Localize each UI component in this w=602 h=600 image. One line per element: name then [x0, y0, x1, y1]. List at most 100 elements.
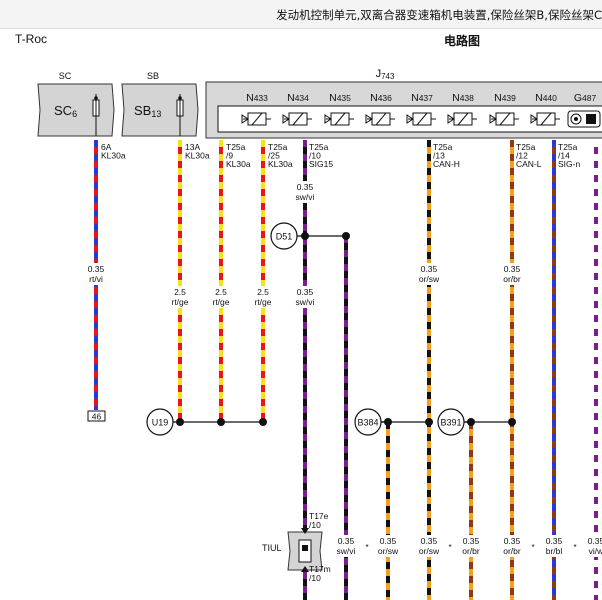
ground-tag — [87, 410, 106, 422]
bottom-color-label: vi/w — [589, 546, 602, 556]
arrow-up-icon — [301, 566, 309, 572]
connector-bottom-pin: T17m — [309, 564, 331, 574]
fuse-box-sb-label: SB13 — [134, 103, 161, 119]
wire-color-label: rt/ge — [212, 297, 229, 307]
component-label-7: N440 — [535, 92, 557, 104]
splice-label: B391 — [440, 418, 461, 428]
splice-label: D51 — [276, 232, 293, 242]
pin-label: KL30a — [226, 159, 251, 169]
bottom-size-label: 0.35 — [588, 536, 602, 546]
ground-label: 46 — [92, 412, 102, 422]
splice-B384 — [354, 408, 382, 436]
wire-color-label: or/br — [503, 274, 521, 284]
wire-color-label: sw/vi — [296, 297, 315, 307]
component-label-6: N439 — [494, 92, 516, 104]
splice-label: B384 — [357, 418, 378, 428]
junction-dot — [259, 418, 267, 426]
bottom-color-label: or/br — [503, 546, 521, 556]
bottom-size-label: 0.35 — [338, 536, 355, 546]
component-label-8: G487 — [574, 92, 597, 104]
pin-label: KL30a — [101, 151, 126, 161]
solenoid-valve-icon — [447, 112, 477, 126]
bottom-size-label: 0.35 — [421, 536, 438, 546]
component-label-5: N438 — [452, 92, 474, 104]
junction-dot — [508, 418, 516, 426]
wires — [94, 140, 598, 600]
fuse-sc-dot — [94, 96, 98, 100]
fuse-sb-dot — [178, 96, 182, 100]
bottom-size-label: 0.35 — [463, 536, 480, 546]
wire-size-label: 2.5 — [215, 287, 227, 297]
pin-label: T25a — [433, 142, 453, 152]
wire-color-label: rt/ge — [171, 297, 188, 307]
wire-size-label: 0.35 — [88, 264, 105, 274]
pin-label: 13A — [185, 142, 200, 152]
arrow-down-icon — [301, 528, 309, 534]
splice-B391 — [437, 408, 465, 436]
header-title: 发动机控制单元,双离合器变速箱机电装置,保险丝架B,保险丝架C — [276, 8, 602, 22]
connector-name: TIUL — [262, 543, 282, 553]
pressure-sensor-icon — [567, 110, 601, 128]
pin-label: KL30a — [268, 159, 293, 169]
wire-size-label: 0.35 — [421, 264, 438, 274]
component-label-1: N434 — [287, 92, 309, 104]
pin-label: /12 — [516, 151, 528, 161]
junction-dot — [217, 418, 225, 426]
splice-D51 — [270, 222, 298, 250]
component-label-0: N433 — [246, 92, 268, 104]
pin-label: /25 — [268, 151, 280, 161]
wire-size-label: 2.5 — [257, 287, 269, 297]
wire-size-label: 0.35 — [297, 287, 314, 297]
pin-label: T25a — [516, 142, 536, 152]
bottom-size-label: 0.35 — [546, 536, 563, 546]
solenoid-valve-icon — [324, 112, 354, 126]
pin-label: T25a — [309, 142, 329, 152]
bottom-size-label: 0.35 — [504, 536, 521, 546]
junction-dot — [425, 418, 433, 426]
vehicle-model: T-Roc — [15, 32, 48, 46]
pin-label: T25a — [226, 142, 246, 152]
separator-star: * — [531, 543, 534, 552]
pin-label: /10 — [309, 151, 321, 161]
bottom-color-label: or/br — [462, 546, 480, 556]
pin-label: CAN-L — [516, 159, 542, 169]
pin-label: CAN-H — [433, 159, 460, 169]
pin-label: /14 — [558, 151, 570, 161]
solenoid-valve-icon — [241, 112, 271, 126]
solenoid-valve-icon — [489, 112, 519, 126]
bottom-color-label: or/sw — [419, 546, 440, 556]
solenoid-valve-icon — [365, 112, 395, 126]
pin-label: /13 — [433, 151, 445, 161]
wire-size-label: 0.35 — [504, 264, 521, 274]
solenoid-valve-icon — [530, 112, 560, 126]
solenoid-valve-icon — [282, 112, 312, 126]
bottom-color-label: or/sw — [378, 546, 399, 556]
bottom-size-label: 0.35 — [380, 536, 397, 546]
bottom-color-label: sw/vi — [337, 546, 356, 556]
pin-label: 6A — [101, 142, 112, 152]
header-bar: 发动机控制单元,双离合器变速箱机电装置,保险丝架B,保险丝架C — [0, 0, 602, 29]
pin-label: T25a — [268, 142, 288, 152]
wire-size-label: 2.5 — [174, 287, 186, 297]
component-label-3: N436 — [370, 92, 392, 104]
pin-label: SIG-n — [558, 159, 580, 169]
pin-label: KL30a — [185, 151, 210, 161]
fuse-box-sb-tag: SB — [147, 71, 159, 81]
wire-color-label: sw/vi — [296, 192, 315, 202]
fuse-box-sc-label: SC6 — [54, 103, 77, 119]
solenoid-valve-icon — [406, 112, 436, 126]
wire-labels: 6AKL30a13AKL30aT25a/9KL30aT25a/25KL30aT2… — [84, 142, 602, 583]
svg-text:/10: /10 — [309, 573, 321, 583]
wire-size-label: 0.35 — [297, 182, 314, 192]
wire-color-label: or/sw — [419, 274, 440, 284]
pin-label: SIG15 — [309, 159, 333, 169]
component-label-2: N435 — [329, 92, 351, 104]
connector-top-pin: T17e — [309, 511, 329, 521]
splice-U19 — [146, 408, 174, 436]
splice-label: U19 — [152, 418, 169, 428]
separator-star: * — [573, 543, 576, 552]
